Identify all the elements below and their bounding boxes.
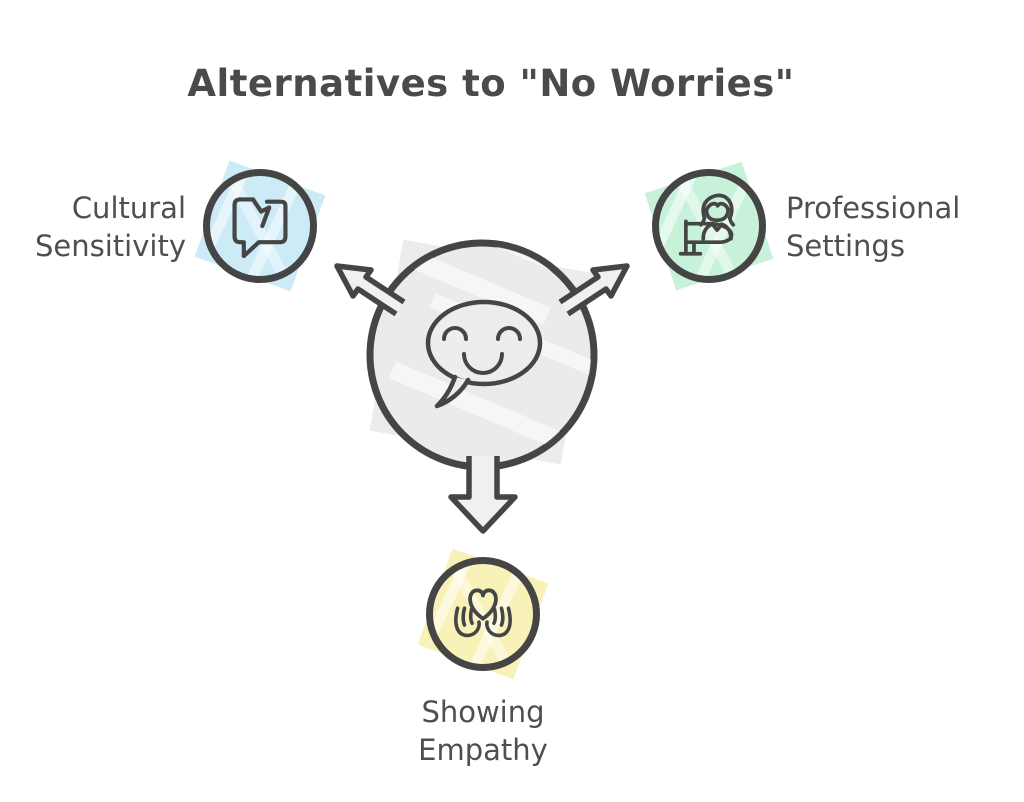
broken-speech-bubble-icon bbox=[232, 197, 288, 259]
showing-empathy-label: Showing Empathy bbox=[333, 694, 633, 769]
arrow-up-left bbox=[334, 263, 406, 317]
label-line-2: Empathy bbox=[418, 732, 548, 767]
label-line-2: Sensitivity bbox=[35, 228, 186, 263]
arrow-down bbox=[448, 456, 518, 534]
arrow-up-right bbox=[558, 263, 630, 317]
professional-settings-circle bbox=[652, 169, 766, 283]
showing-empathy-circle bbox=[426, 557, 540, 671]
professional-settings-label: Professional Settings bbox=[786, 190, 960, 265]
label-line-2: Settings bbox=[786, 228, 905, 263]
diagram-title: Alternatives to "No Worries" bbox=[187, 62, 795, 105]
smiley-speech-bubble-icon bbox=[425, 299, 543, 409]
label-line-1: Cultural bbox=[71, 191, 186, 225]
hands-holding-heart-icon bbox=[454, 588, 512, 638]
cultural-sensitivity-label: Cultural Sensitivity bbox=[35, 190, 186, 265]
cultural-sensitivity-circle bbox=[203, 169, 317, 283]
label-line-1: Showing bbox=[421, 695, 545, 729]
label-line-1: Professional bbox=[786, 191, 961, 225]
receptionist-at-desk-icon bbox=[678, 193, 736, 256]
